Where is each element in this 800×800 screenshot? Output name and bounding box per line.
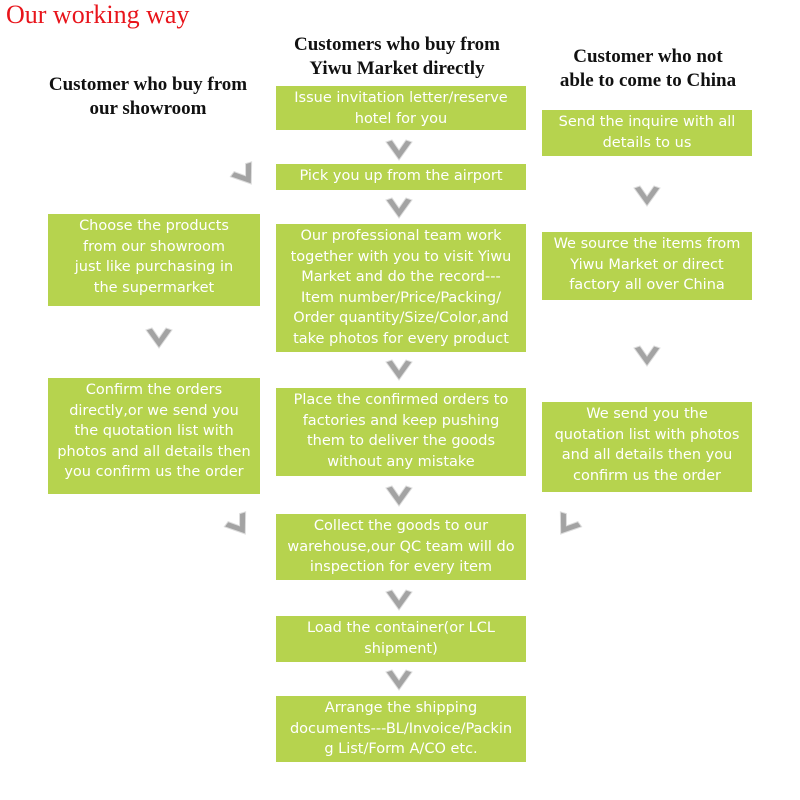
chevron-down-icon	[385, 589, 413, 611]
heading-line: able to come to China	[559, 70, 737, 91]
step-text: We send you the	[586, 406, 708, 422]
step-text: g List/Form A/CO etc.	[324, 741, 478, 757]
chevron-down-icon	[385, 359, 413, 381]
step-text: from our showroom	[83, 238, 225, 255]
step-text: and all details then you	[561, 447, 733, 463]
step-text: Yiwu Market or direct	[570, 256, 724, 273]
step-airport-pickup: Pick you up from the airport	[276, 164, 526, 190]
step-text: without any mistake	[327, 453, 475, 470]
chevron-down-icon	[145, 327, 173, 349]
step-text: photos and all details then	[57, 443, 251, 460]
step-invitation-letter: Issue invitation letter/reserve hotel fo…	[276, 86, 526, 130]
step-text: documents---BL/Invoice/Packin	[289, 720, 513, 737]
step-send-inquiry: Send the inquire with all details to us	[542, 110, 752, 156]
chevron-down-icon	[559, 511, 583, 535]
chevron-down-icon	[385, 139, 413, 161]
step-place-orders: Place the confirmed orders to factories …	[276, 388, 526, 476]
step-text: Market and do the record---	[301, 269, 501, 285]
step-text: Place the confirmed orders to	[293, 392, 509, 408]
step-text: hotel for you	[354, 110, 448, 127]
step-text: together with you to visit Yiwu	[290, 248, 512, 265]
step-text: quotation list with photos	[554, 426, 740, 443]
step-text: you confirm us the order	[64, 464, 244, 480]
step-choose-products: Choose the products from our showroom ju…	[48, 214, 260, 306]
step-collect-goods: Collect the goods to our warehouse,our Q…	[276, 514, 526, 580]
step-text: Item number/Price/Packing/	[300, 289, 501, 306]
step-text: Order quantity/Size/Color,and	[293, 310, 509, 326]
step-text: inspection for every item	[309, 559, 493, 575]
step-text: the supermarket	[93, 279, 215, 296]
step-text: take photos for every product	[293, 330, 509, 347]
step-market-visit: Our professional team work together with…	[276, 224, 526, 352]
heading-line: Yiwu Market directly	[309, 58, 485, 79]
chevron-down-icon	[385, 485, 413, 507]
chevron-down-icon	[633, 345, 661, 367]
step-text: Send the inquire with all	[558, 114, 736, 130]
step-text: them to deliver the goods	[306, 433, 496, 449]
step-text: factory all over China	[569, 277, 725, 293]
chevron-down-icon	[223, 511, 247, 535]
step-text: Pick you up from the airport	[299, 168, 503, 184]
step-text: Load the container(or LCL	[307, 620, 495, 636]
step-load-container: Load the container(or LCL shipment)	[276, 616, 526, 662]
step-confirm-orders: Confirm the orders directly,or we send y…	[48, 378, 260, 494]
step-text: Confirm the orders	[85, 382, 223, 398]
chevron-down-icon	[229, 161, 253, 185]
column-heading-showroom: Customer who buy from our showroom	[20, 73, 276, 121]
heading-line: Customers who buy from	[293, 34, 500, 55]
step-shipping-documents: Arrange the shipping documents---BL/Invo…	[276, 696, 526, 762]
heading-line: our showroom	[89, 98, 207, 119]
step-text: confirm us the order	[572, 467, 722, 484]
step-source-items: We source the items from Yiwu Market or …	[542, 232, 752, 300]
step-text: Arrange the shipping	[324, 700, 478, 716]
step-text: factories and keep pushing	[302, 412, 500, 429]
step-text: Choose the products	[79, 218, 229, 234]
chevron-down-icon	[385, 197, 413, 219]
step-text: warehouse,our QC team will do	[287, 538, 515, 555]
chevron-down-icon	[633, 185, 661, 207]
step-text: Collect the goods to our	[313, 518, 489, 534]
step-text: Issue invitation letter/reserve	[294, 90, 508, 106]
step-send-quotation: We send you the quotation list with phot…	[542, 402, 752, 492]
heading-line: Customer who buy from	[48, 74, 248, 95]
column-heading-yiwu-market: Customers who buy from Yiwu Market direc…	[262, 33, 532, 81]
step-text: Our professional team work	[300, 228, 502, 244]
step-text: We source the items from	[553, 236, 741, 252]
column-heading-remote: Customer who not able to come to China	[530, 45, 766, 93]
chevron-down-icon	[385, 669, 413, 691]
step-text: shipment)	[364, 640, 438, 657]
step-text: the quotation list with	[74, 423, 234, 439]
diagram-title: Our working way	[6, 0, 190, 29]
step-text: directly,or we send you	[69, 402, 239, 419]
step-text: details to us	[602, 134, 692, 151]
heading-line: Customer who not	[573, 46, 723, 67]
step-text: just like purchasing in	[74, 259, 234, 275]
